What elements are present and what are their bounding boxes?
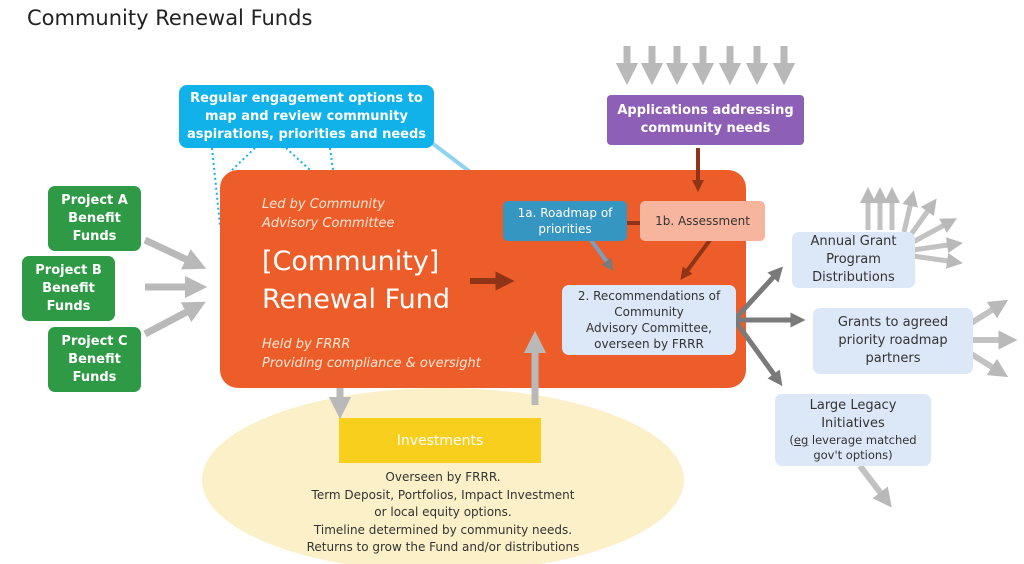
investments-description: Overseen by FRRR. Term Deposit, Portfoli… <box>306 470 580 554</box>
grants-roadmap-text: Grants to agreed priority roadmap partne… <box>837 315 949 366</box>
page-title: Community Renewal Funds <box>27 6 313 30</box>
engagement-dotted-links <box>211 147 334 226</box>
legacy-note: (eg leverage matched gov't options) <box>789 433 917 462</box>
applications-text: Applications addressing community needs <box>617 103 794 136</box>
investments-label: Investments <box>396 432 484 449</box>
project-a-box: Project A Benefit Funds <box>48 186 141 251</box>
engagement-box: Regular engagement options to map and re… <box>179 85 434 148</box>
legacy-box: Large Legacy Initiatives (eg leverage ma… <box>775 394 931 466</box>
legacy-title: Large Legacy Initiatives <box>809 398 897 431</box>
roadmap-text: 1a. Roadmap of priorities <box>517 206 613 236</box>
assessment-box: 1b. Assessment <box>640 201 765 241</box>
annual-grant-box: Annual Grant Program Distributions <box>792 232 915 288</box>
incoming-applications-arrows <box>615 46 796 86</box>
project-b-box: Project B Benefit Funds <box>22 256 115 321</box>
annual-grant-text: Annual Grant Program Distributions <box>810 234 897 285</box>
fund-held-by: Held by FRRR Providing compliance & over… <box>262 337 481 371</box>
grants-roadmap-box: Grants to agreed priority roadmap partne… <box>813 308 973 374</box>
recommendations-box: 2. Recommendations of Community Advisory… <box>562 285 736 355</box>
investments-ellipse <box>202 388 684 564</box>
roadmap-box: 1a. Roadmap of priorities <box>503 201 627 241</box>
investments-box: Investments <box>339 418 541 463</box>
project-c-label: Project C Benefit Funds <box>61 333 128 385</box>
legacy-note-rest: leverage matched gov't options) <box>811 433 917 462</box>
engagement-text: Regular engagement options to map and re… <box>186 90 427 142</box>
assessment-text: 1b. Assessment <box>655 214 750 228</box>
project-c-box: Project C Benefit Funds <box>48 327 141 392</box>
project-b-label: Project B Benefit Funds <box>35 262 102 314</box>
applications-box: Applications addressing community needs <box>607 95 804 145</box>
recommendations-text: 2. Recommendations of Community Advisory… <box>577 289 721 351</box>
fund-led-by: Led by Community Advisory Committee <box>262 197 395 231</box>
project-arrows <box>143 236 208 338</box>
legacy-note-prefix: eg <box>793 433 809 447</box>
project-a-label: Project A Benefit Funds <box>61 192 128 244</box>
fund-name: [Community] Renewal Fund <box>262 246 451 315</box>
